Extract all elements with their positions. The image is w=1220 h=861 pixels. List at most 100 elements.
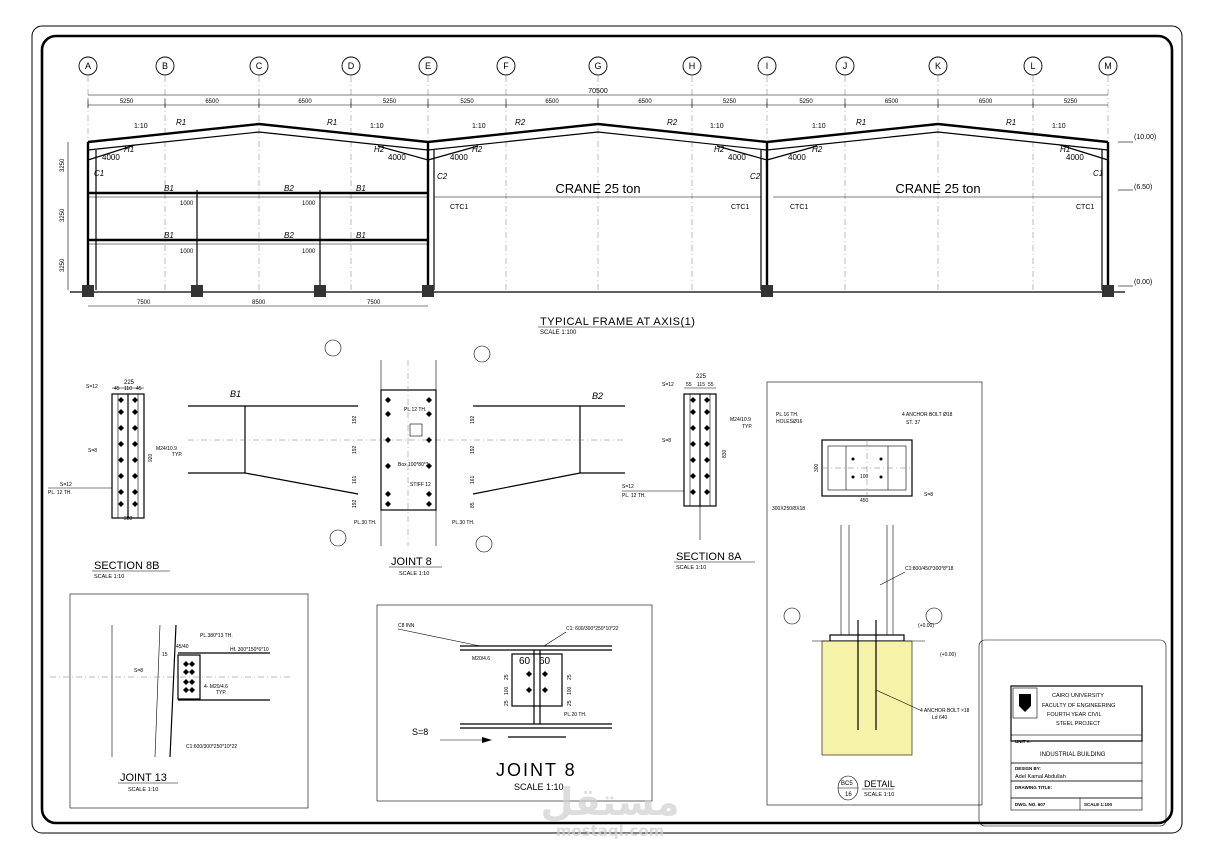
axis-label: G: [594, 61, 601, 71]
bracket-1: CTC1: [450, 204, 468, 211]
bolt: [385, 491, 391, 497]
s8a-weld2: S=8: [662, 438, 671, 444]
j8-plate2: PL.30 TH.: [354, 520, 376, 526]
j8b-top-left: C8 INN: [398, 623, 415, 629]
s8b-bolts: M24/10.9: [156, 446, 177, 452]
rafter-label-r1c: R1: [856, 118, 866, 127]
column-label-2: C2: [437, 172, 448, 181]
bolt: [426, 491, 432, 497]
det-steel: ST. 37: [906, 420, 920, 426]
bay-dimension: 5250: [460, 99, 474, 105]
section-8a: 225 55 115 55 S=12 S=8 S=12 PL. 12 TH. M…: [622, 374, 755, 571]
bolt: [118, 473, 124, 479]
j13-col: C1:600/300*250*10*22: [186, 744, 237, 750]
bolt: [385, 501, 391, 507]
haunch-label-1: H1: [124, 145, 134, 154]
frame-scale: SCALE 1:100: [540, 330, 577, 336]
beam-label-6: B1: [356, 231, 366, 240]
rafter-label-r1b: R1: [327, 118, 337, 127]
j8-dim3: 161: [352, 475, 358, 484]
haunch-len-4: 4000: [728, 153, 746, 162]
axis-bubble: [418, 56, 438, 76]
s8a-height: 830: [722, 449, 728, 458]
j8-b1: B1: [230, 389, 241, 399]
bolt: [183, 669, 189, 675]
slope-3: 1:10: [472, 123, 486, 130]
j8-dim6: 192: [470, 445, 476, 454]
bay-dimension: 5250: [120, 99, 134, 105]
bolt: [704, 397, 710, 403]
axis-label: L: [1030, 61, 1035, 71]
axis-label: E: [425, 61, 431, 71]
axis-bubble: [78, 56, 98, 76]
det-bolts: 4 ANCHOR BOLT Ø18: [902, 412, 953, 418]
axis-bubble: [496, 56, 516, 76]
axis-bubble: [588, 56, 608, 76]
axis-label: A: [85, 61, 91, 71]
level-crane: (6.50): [1134, 184, 1152, 191]
watermark-arabic: مستقل: [541, 780, 680, 824]
s8b-bottom: 280: [124, 516, 133, 522]
slope-4: 1:10: [710, 123, 724, 130]
bolt: [132, 457, 138, 463]
bolt: [526, 671, 532, 677]
j13-plate: PL.380*13 TH.: [200, 633, 233, 639]
axis-label: F: [503, 61, 509, 71]
footing: [191, 285, 203, 297]
joint-8-beam: C8 INN C1: 600/300*250*10*22 M20/4.6 60 …: [376, 604, 653, 802]
axis-bubble: [341, 56, 361, 76]
bolt: [704, 457, 710, 463]
bolt: [118, 457, 124, 463]
beam-label-2: B2: [284, 184, 294, 193]
bolt: [704, 473, 710, 479]
j8b-top-right: C1: 600/300*250*10*22: [566, 626, 619, 632]
j8-dim1: 192: [352, 415, 358, 424]
bolt: [704, 409, 710, 415]
outer-border: [31, 25, 1183, 834]
beam-label-3: B1: [356, 184, 366, 193]
j8b-title: JOINT 8: [496, 760, 577, 780]
frame-title: TYPICAL FRAME AT AXIS(1): [540, 316, 695, 328]
haunch-label-2: H2: [374, 145, 385, 154]
bolt: [704, 425, 710, 431]
crane-label-1: CRANE 25 ton: [555, 181, 640, 196]
bracket-4: CTC1: [1076, 204, 1094, 211]
tb-scale: SCALE 1:100: [1084, 802, 1113, 807]
j8b-vd4: 25: [567, 674, 573, 680]
column-label-3: C2: [750, 172, 761, 181]
tb-year: FOURTH YEAR CIVIL: [1047, 712, 1102, 718]
bolt: [118, 489, 124, 495]
rafter-label-r2a: R2: [515, 118, 526, 127]
bolt: [189, 687, 195, 693]
det-holes: HOLESØ16: [776, 419, 803, 425]
j8-dim4: 192: [352, 499, 358, 508]
bolt: [690, 489, 696, 495]
bolt: [704, 441, 710, 447]
slope-2: 1:10: [370, 123, 384, 130]
axis-bubble: [757, 56, 777, 76]
s8a-weld3: S=12: [622, 484, 634, 490]
haunch-label-4: H2: [714, 145, 725, 154]
footing: [1102, 285, 1114, 297]
bay-dimension: 6500: [545, 99, 559, 105]
bolt: [132, 441, 138, 447]
bay-dimension: 6500: [205, 99, 219, 105]
det-weld: S=8: [924, 492, 933, 498]
bolt: [690, 441, 696, 447]
haunch-len-6: 4000: [1066, 153, 1084, 162]
j13-weld: S=8: [134, 668, 143, 674]
bolt: [526, 687, 532, 693]
bolt: [118, 441, 124, 447]
s8b-weld: S=12: [86, 384, 98, 390]
s8b-typ: TYP.: [172, 452, 182, 458]
footing: [422, 285, 434, 297]
j13-bolts: 4- M20/4.6: [204, 684, 228, 690]
det-width: 450: [860, 498, 869, 504]
footing: [82, 285, 94, 297]
det-anchor-len: Ld 640: [932, 715, 948, 721]
bolt: [426, 437, 432, 443]
j13-title: JOINT 13: [120, 772, 167, 784]
joint-8-frame: B1 B2 PL.12 TH. Box 100*80*3 STIFF 12 PL…: [188, 339, 625, 577]
bottom-dim-1: 7500: [137, 300, 151, 306]
bay-dimension: 5250: [1064, 99, 1078, 105]
